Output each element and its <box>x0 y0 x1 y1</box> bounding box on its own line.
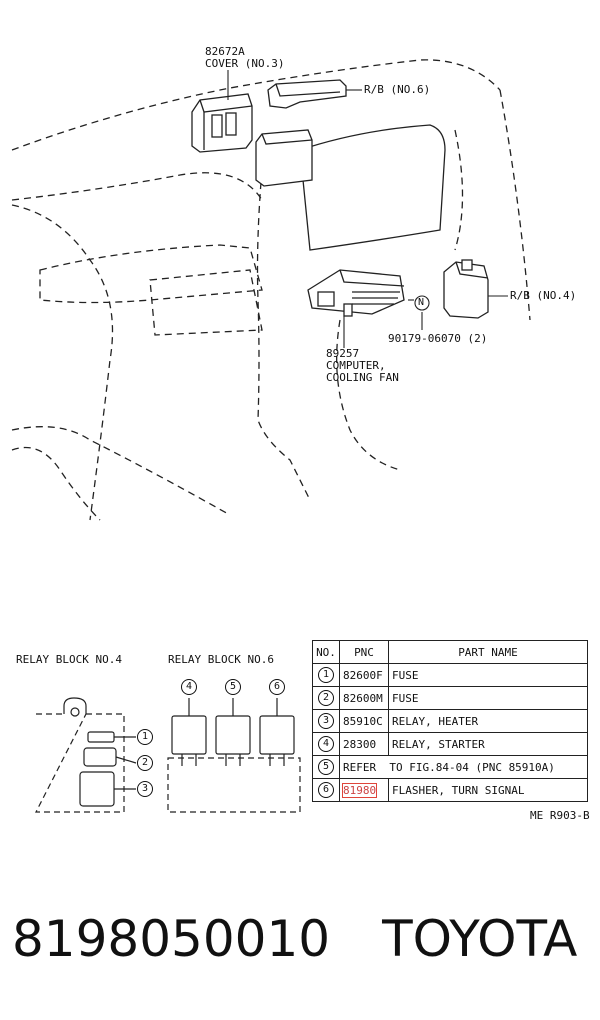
header-no: NO. <box>312 640 340 664</box>
screw-marker-letter: N <box>418 297 425 308</box>
table-row: 3 85910C RELAY, HEATER <box>312 709 588 733</box>
computer-pnc-label: 89257 <box>326 347 360 360</box>
table-row-highlighted: 6 81980 FLASHER, TURN SIGNAL <box>312 778 588 802</box>
relay-block-6-title: RELAY BLOCK NO.6 <box>168 653 274 666</box>
parts-table: NO. PNC PART NAME 1 82600F FUSE 2 82600M… <box>312 640 588 802</box>
row-number: 5 <box>318 759 334 775</box>
right-panel-2 <box>454 129 464 251</box>
table-row: 5 REFER TO FIG.84-04 (PNC 85910A) <box>312 755 588 779</box>
row-part-name: FLASHER, TURN SIGNAL <box>388 778 588 802</box>
table-header-row: NO. PNC PART NAME <box>312 640 588 664</box>
rb4-label: R/B (NO.4) <box>510 289 577 302</box>
dashboard-outline-mid <box>11 172 263 201</box>
row-number: 1 <box>318 667 334 683</box>
relay-block-4-schematic <box>35 697 137 813</box>
right-lower <box>336 319 401 471</box>
row-reference-note: REFER TO FIG.84-04 (PNC 85910A) <box>339 755 588 779</box>
row-number: 2 <box>318 690 334 706</box>
dashboard-outline-vent <box>39 244 263 304</box>
row-pnc: 28300 <box>339 732 389 756</box>
rb4-part <box>443 259 489 319</box>
screw-marker-circle <box>414 295 430 311</box>
header-part-name: PART NAME <box>388 640 588 664</box>
marker-5: 5 <box>225 679 241 695</box>
figure-reference: ME R903-B <box>530 809 590 822</box>
table-row: 4 28300 RELAY, STARTER <box>312 732 588 756</box>
marker-2: 2 <box>137 755 153 771</box>
right-panel <box>499 89 531 321</box>
footer-brand: TOYOTA <box>382 910 578 968</box>
cover-no3-part <box>191 93 253 153</box>
row-part-name: FUSE <box>388 663 588 687</box>
glovebox-outline <box>149 269 263 336</box>
row-part-name: RELAY, HEATER <box>388 709 588 733</box>
row-number: 6 <box>318 782 334 798</box>
row-pnc: 82600F <box>339 663 389 687</box>
computer-cooling-fan-part <box>307 269 405 317</box>
row-number: 3 <box>318 713 334 729</box>
relay-block-6-schematic <box>167 698 301 813</box>
row-number: 4 <box>318 736 334 752</box>
row-part-name: RELAY, STARTER <box>388 732 588 756</box>
rb6-part <box>267 79 347 109</box>
footer-part-number: 8198050010 <box>12 910 331 968</box>
computer-name-line2: COOLING FAN <box>326 371 399 384</box>
footer: 8198050010 TOYOTA <box>12 905 592 973</box>
table-row: 1 82600F FUSE <box>312 663 588 687</box>
row-part-name: FUSE <box>388 686 588 710</box>
lower-curve-2 <box>11 446 101 521</box>
dashboard-outline-top <box>11 59 501 151</box>
header-pnc: PNC <box>339 640 389 664</box>
lower-curve <box>11 426 231 516</box>
marker-6: 6 <box>269 679 285 695</box>
relay-block-4-title: RELAY BLOCK NO.4 <box>16 653 122 666</box>
dashboard-curve <box>11 204 114 521</box>
glovebox-opening <box>299 124 446 251</box>
cover-name-label: COVER (NO.3) <box>205 57 285 70</box>
rb6-label: R/B (NO.6) <box>364 83 431 96</box>
row-pnc: 82600M <box>339 686 389 710</box>
marker-1: 1 <box>137 729 153 745</box>
relay-bracket <box>255 129 313 187</box>
marker-3: 3 <box>137 781 153 797</box>
row-pnc: 85910C <box>339 709 389 733</box>
table-row: 2 82600M FUSE <box>312 686 588 710</box>
computer-name-line1: COMPUTER, <box>326 359 386 372</box>
marker-4: 4 <box>181 679 197 695</box>
screw-label: 90179-06070 (2) <box>388 332 488 345</box>
highlighted-pnc: 81980 <box>341 782 378 798</box>
console-outline <box>256 169 311 501</box>
cover-pnc-label: 82672A <box>205 45 245 58</box>
